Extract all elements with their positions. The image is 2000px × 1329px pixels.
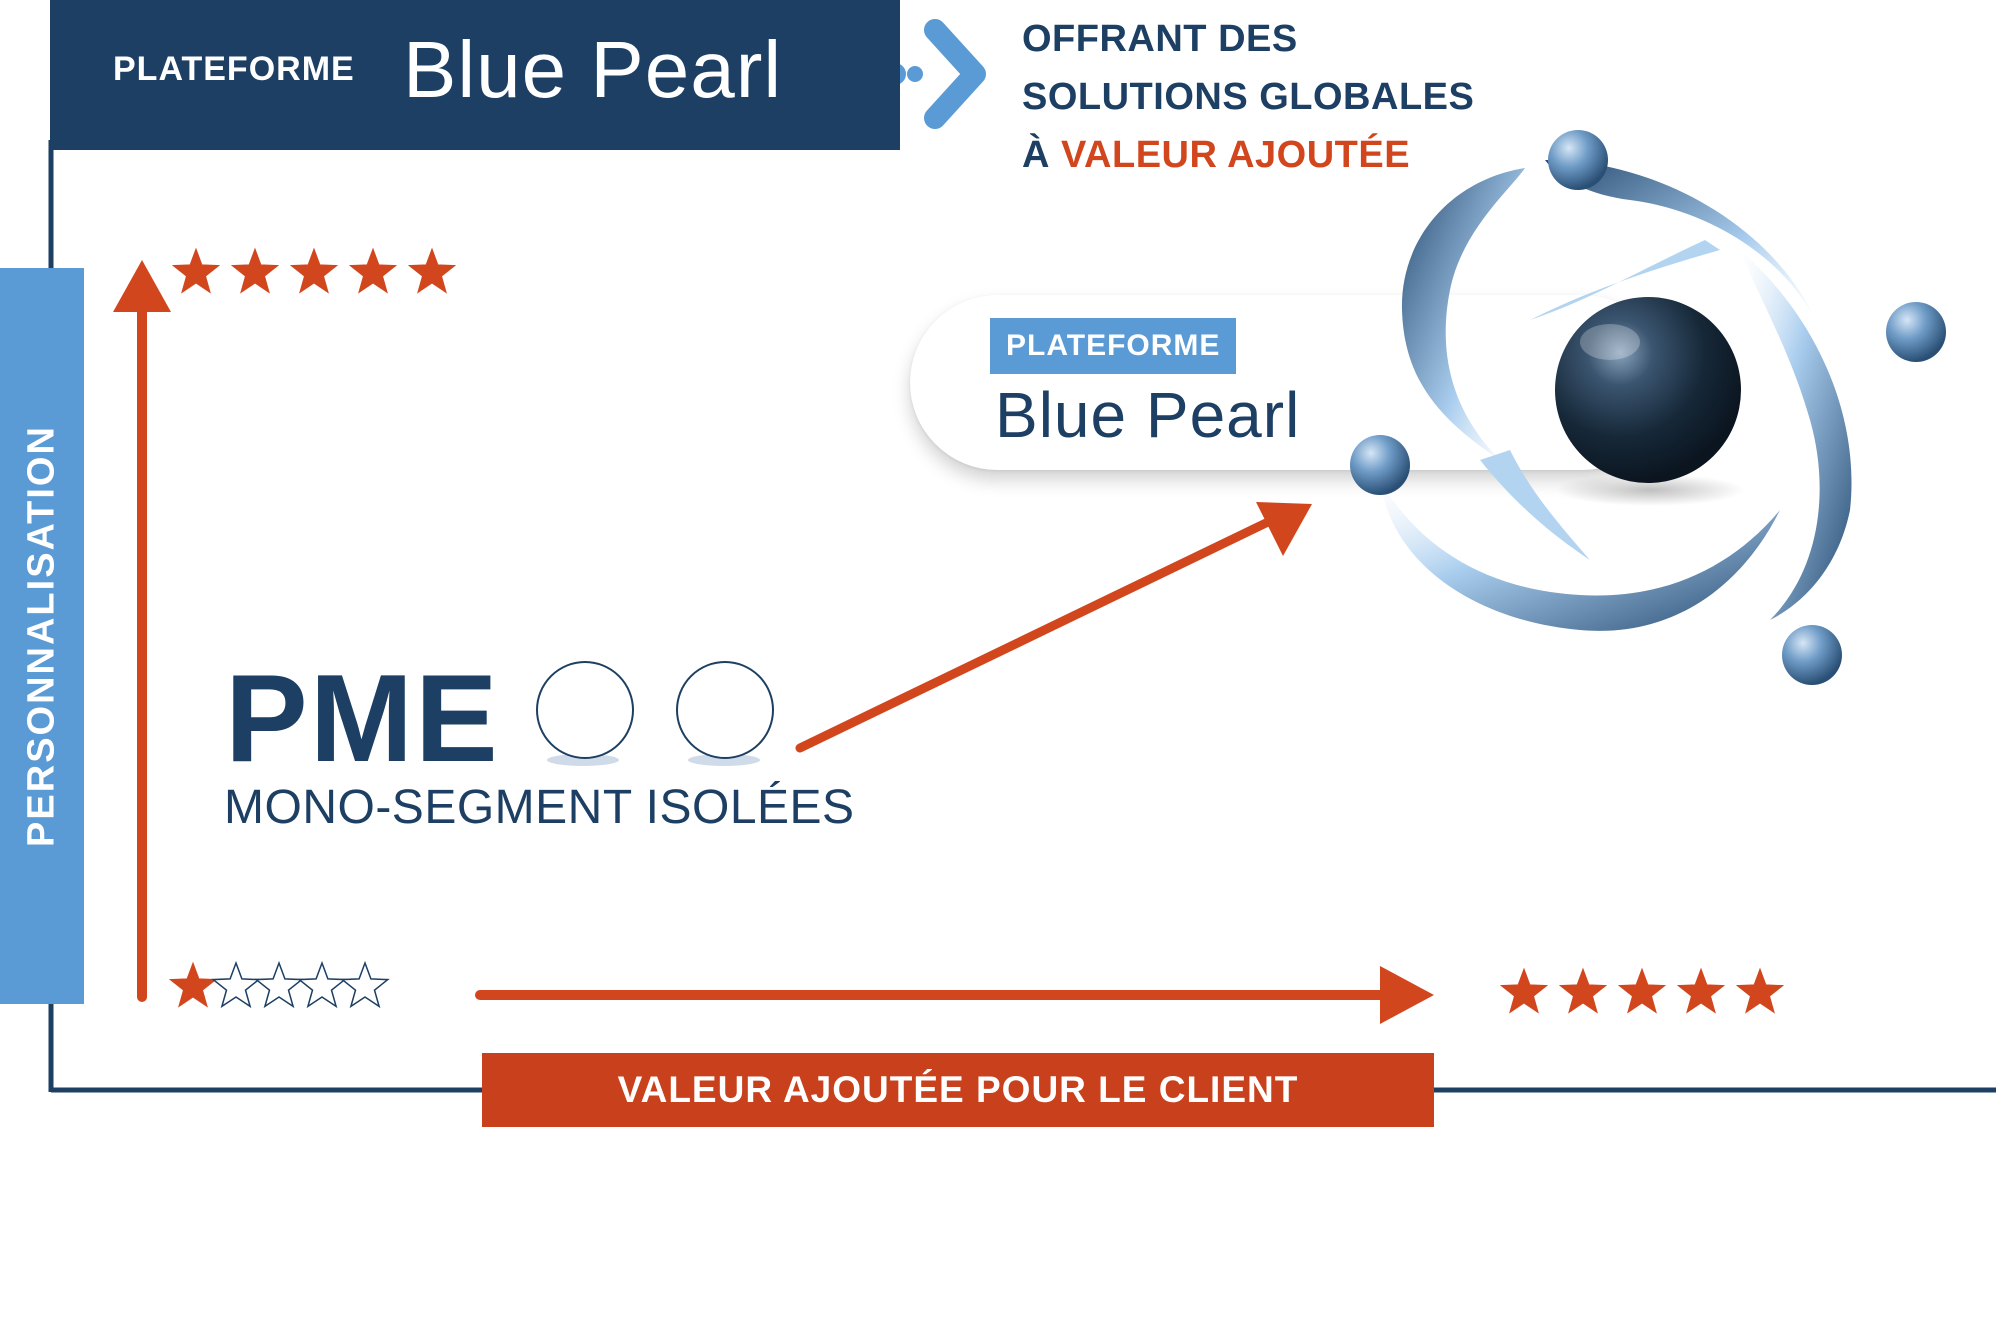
tagline-line-3: À VALEUR AJOUTÉE	[1022, 126, 1474, 184]
pearl-orbit-illustration	[1350, 130, 1946, 685]
orbit-arc-top-left	[1401, 168, 1525, 460]
y-top-star-5-filled-icon	[407, 247, 457, 294]
header-brand-name: Blue Pearl	[403, 25, 783, 114]
x-start-star-2-empty-icon	[211, 960, 261, 1009]
tagline-line-3-prefix: À	[1022, 134, 1050, 176]
orbit-ball-bottom	[1782, 625, 1842, 685]
header-kicker: PLATEFORME	[113, 50, 355, 88]
pme-subtitle: MONO-SEGMENT ISOLÉES	[224, 781, 855, 834]
y-axis-arrowhead	[113, 260, 171, 312]
x-axis-label-box: VALEUR AJOUTÉE POUR LE CLIENT	[482, 1053, 1434, 1127]
x-axis-start-star-rating	[168, 960, 390, 1009]
pme-circle-1	[536, 661, 634, 759]
x-axis-label: VALEUR AJOUTÉE POUR LE CLIENT	[617, 1069, 1299, 1110]
tagline: OFFRANT DES SOLUTIONS GLOBALES À VALEUR …	[1022, 10, 1474, 184]
y-top-star-4-filled-icon	[348, 247, 398, 294]
pme-circle-2	[676, 661, 774, 759]
x-start-star-1-filled-icon	[168, 961, 218, 1008]
header-banner: PLATEFORME Blue Pearl	[50, 0, 900, 150]
platform-pill-kicker: PLATEFORME	[990, 318, 1237, 374]
x-end-star-1-filled-icon	[1499, 967, 1549, 1014]
orbit-arc-right-top	[1530, 240, 1720, 320]
pme-circle-shadow-1	[547, 754, 619, 766]
diagonal-arrow-shaft	[795, 517, 1273, 753]
tagline-line-1: OFFRANT DES	[1022, 18, 1298, 60]
pearl-shadow	[1555, 474, 1745, 506]
y-top-star-3-filled-icon	[289, 247, 339, 294]
orbit-ball-left	[1350, 435, 1410, 495]
orbit-ball-right	[1886, 302, 1946, 362]
diagonal-arrowhead	[1256, 502, 1312, 556]
orbit-arc-bottom	[1380, 480, 1780, 631]
x-start-star-3-empty-icon	[254, 960, 304, 1009]
orbit-arc-left-inner	[1480, 450, 1590, 560]
y-axis-label-box: PERSONNALISATION	[0, 268, 84, 1004]
x-axis-arrowhead	[1380, 966, 1434, 1024]
orbit-arc-right-outer	[1740, 250, 1852, 620]
y-axis-top-star-rating	[171, 247, 457, 294]
platform-pill-brand: Blue Pearl	[995, 379, 1301, 451]
pearl-highlight	[1580, 324, 1640, 360]
y-top-star-1-filled-icon	[171, 247, 221, 294]
orbit-ball-top	[1548, 130, 1608, 190]
pearl-icon	[1555, 297, 1741, 483]
x-start-star-5-empty-icon	[340, 960, 390, 1009]
pme-title: PME	[225, 650, 500, 788]
x-end-star-2-filled-icon	[1558, 967, 1608, 1014]
tagline-line-2: SOLUTIONS GLOBALES	[1022, 76, 1475, 118]
x-axis-end-star-rating	[1499, 967, 1785, 1014]
pme-circle-shadow-2	[688, 754, 760, 766]
y-top-star-2-filled-icon	[230, 247, 280, 294]
y-axis-label: PERSONNALISATION	[20, 425, 63, 847]
x-end-star-3-filled-icon	[1617, 967, 1667, 1014]
x-end-star-5-filled-icon	[1735, 967, 1785, 1014]
tagline-line-3-accent: VALEUR AJOUTÉE	[1061, 134, 1411, 176]
x-start-star-4-empty-icon	[297, 960, 347, 1009]
x-end-star-4-filled-icon	[1676, 967, 1726, 1014]
